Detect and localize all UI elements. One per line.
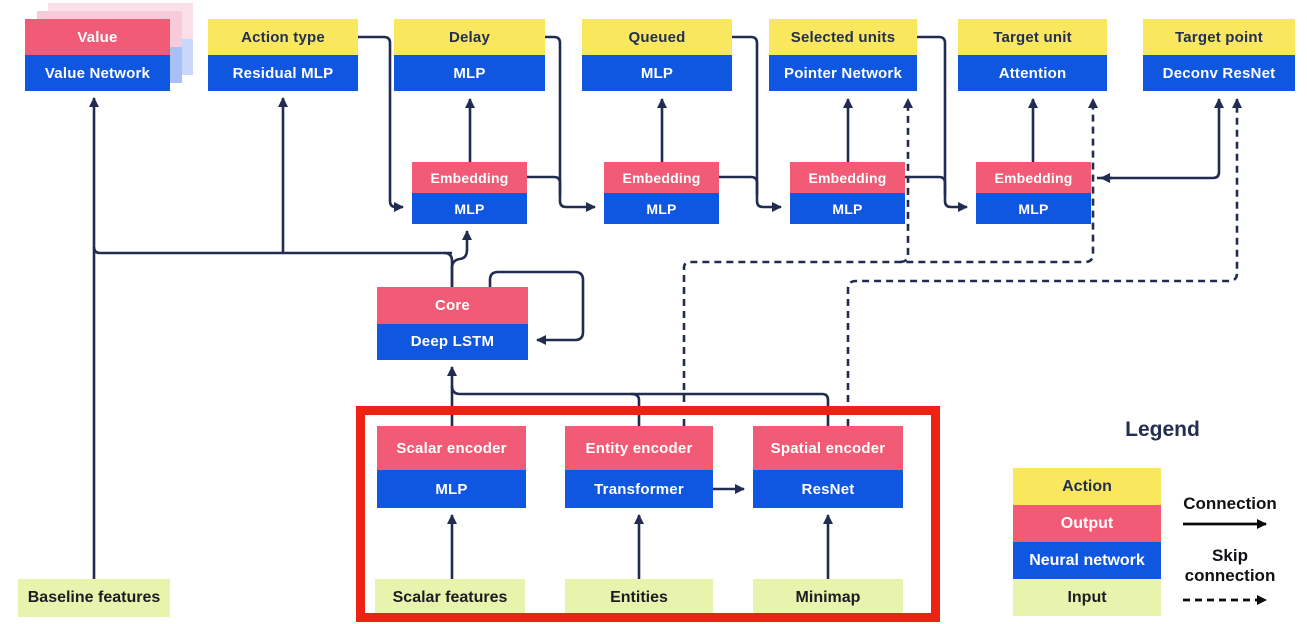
embedding-4-network-label: MLP (976, 193, 1091, 224)
conn-core-self-loop (488, 270, 585, 345)
embedding-1-label: Embedding (412, 162, 527, 193)
conn-core-to-embedding1 (450, 230, 472, 287)
legend-connection-label: Connection (1183, 494, 1277, 513)
block-action-type: Action type Residual MLP (208, 19, 358, 91)
delay-network-label: MLP (394, 55, 545, 91)
block-target-unit: Target unit Attention (958, 19, 1107, 91)
queued-network-label: MLP (582, 55, 732, 91)
core-label: Core (377, 287, 528, 324)
value-network-label: Value Network (25, 55, 170, 91)
conn-embedding4-to-targetpoint (1097, 98, 1224, 180)
block-embedding-4: Embedding MLP (976, 162, 1091, 224)
block-scalar-encoder: Scalar encoder MLP (377, 426, 526, 508)
block-queued: Queued MLP (582, 19, 732, 91)
block-value: Value Value Network (25, 19, 170, 91)
legend-action-swatch: Action (1013, 468, 1161, 505)
embedding-2-network-label: MLP (604, 193, 719, 224)
embedding-2-label: Embedding (604, 162, 719, 193)
block-spatial-encoder: Spatial encoder ResNet (753, 426, 903, 508)
spatial-encoder-label: Spatial encoder (753, 426, 903, 470)
block-embedding-2: Embedding MLP (604, 162, 719, 224)
input-minimap: Minimap (753, 579, 903, 617)
target-unit-label: Target unit (958, 19, 1107, 55)
block-selected-units: Selected units Pointer Network (769, 19, 917, 91)
input-scalar-features: Scalar features (375, 579, 525, 617)
scalar-encoder-network-label: MLP (377, 470, 526, 508)
core-network-label: Deep LSTM (377, 323, 528, 360)
conn-embedding2-to-embedding3 (719, 175, 759, 195)
legend-neural-network-swatch: Neural network (1013, 542, 1161, 579)
queued-label: Queued (582, 19, 732, 55)
conn-delay-to-embedding2 (545, 35, 596, 212)
block-embedding-3: Embedding MLP (790, 162, 905, 224)
legend-swatches: Action Output Neural network Input (1013, 468, 1161, 616)
selected-units-network-label: Pointer Network (769, 55, 917, 91)
conn-core-bus-left (92, 246, 452, 255)
skip-entity-to-selectedunits (899, 98, 913, 264)
conn-embedding1-to-embedding2 (527, 175, 562, 195)
block-embedding-1: Embedding MLP (412, 162, 527, 224)
legend-skip-connection-label: Skip connection (1184, 546, 1276, 585)
skip-entity-to-targetunit (682, 98, 1098, 426)
embedding-1-network-label: MLP (412, 193, 527, 224)
selected-units-label: Selected units (769, 19, 917, 55)
conn-core-top-left (443, 251, 454, 287)
skip-spatial-to-targetpoint (846, 98, 1242, 426)
block-core: Core Deep LSTM (377, 287, 528, 360)
conn-queued-to-embedding3 (732, 35, 782, 212)
conn-selectedunits-to-embedding4 (917, 35, 968, 212)
embedding-3-label: Embedding (790, 162, 905, 193)
embedding-4-label: Embedding (976, 162, 1091, 193)
block-delay: Delay MLP (394, 19, 545, 91)
entity-encoder-label: Entity encoder (565, 426, 713, 470)
block-target-point: Target point Deconv ResNet (1143, 19, 1295, 91)
embedding-3-network-label: MLP (790, 193, 905, 224)
spatial-encoder-network-label: ResNet (753, 470, 903, 508)
conn-actiontype-to-embedding1 (358, 35, 404, 212)
action-type-network-label: Residual MLP (208, 55, 358, 91)
target-point-network-label: Deconv ResNet (1143, 55, 1295, 91)
legend-input-swatch: Input (1013, 579, 1161, 616)
entity-encoder-network-label: Transformer (565, 470, 713, 508)
value-output-label: Value (25, 19, 170, 55)
target-point-label: Target point (1143, 19, 1295, 55)
scalar-encoder-label: Scalar encoder (377, 426, 526, 470)
conn-entity-to-core-bus (630, 392, 641, 426)
delay-label: Delay (394, 19, 545, 55)
conn-embedding3-to-embedding4 (905, 175, 947, 195)
block-entity-encoder: Entity encoder Transformer (565, 426, 713, 508)
input-entities: Entities (565, 579, 713, 617)
legend-output-swatch: Output (1013, 505, 1161, 542)
input-baseline-features: Baseline features (18, 579, 170, 617)
target-unit-network-label: Attention (958, 55, 1107, 91)
legend-title: Legend (1125, 418, 1200, 441)
action-type-label: Action type (208, 19, 358, 55)
